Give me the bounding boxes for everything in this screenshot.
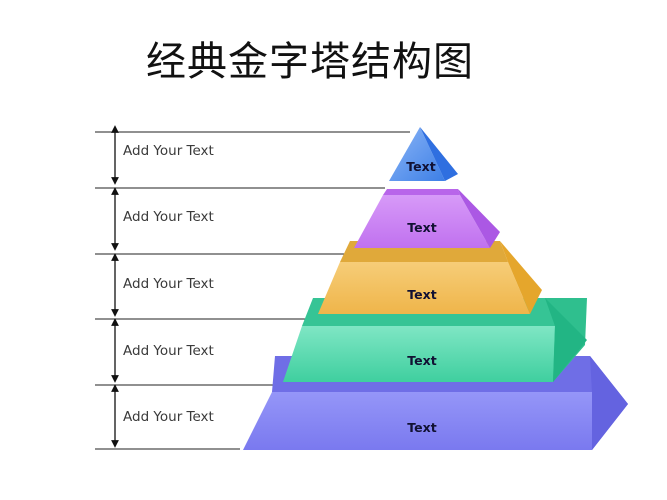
row-label-1: Add Your Text	[123, 143, 214, 159]
layer-3-label: Text	[407, 287, 436, 302]
row-label-2: Add Your Text	[123, 209, 214, 225]
layer-2-label: Text	[407, 220, 436, 235]
pyramid-layer-3[interactable]: Text	[318, 241, 542, 314]
row-label-4: Add Your Text	[123, 343, 214, 359]
pyramid-layer-2[interactable]: Text	[354, 189, 500, 248]
layer-4-label: Text	[407, 353, 436, 368]
guide-lines	[95, 131, 410, 450]
page-title: 经典金字塔结构图	[146, 39, 474, 85]
row-label-3: Add Your Text	[123, 276, 214, 292]
layer-5-label: Text	[407, 420, 436, 435]
row-label-5: Add Your Text	[123, 409, 214, 425]
layer-1-label: Text	[406, 159, 435, 174]
pyramid-layer-1[interactable]: Text	[389, 127, 458, 181]
